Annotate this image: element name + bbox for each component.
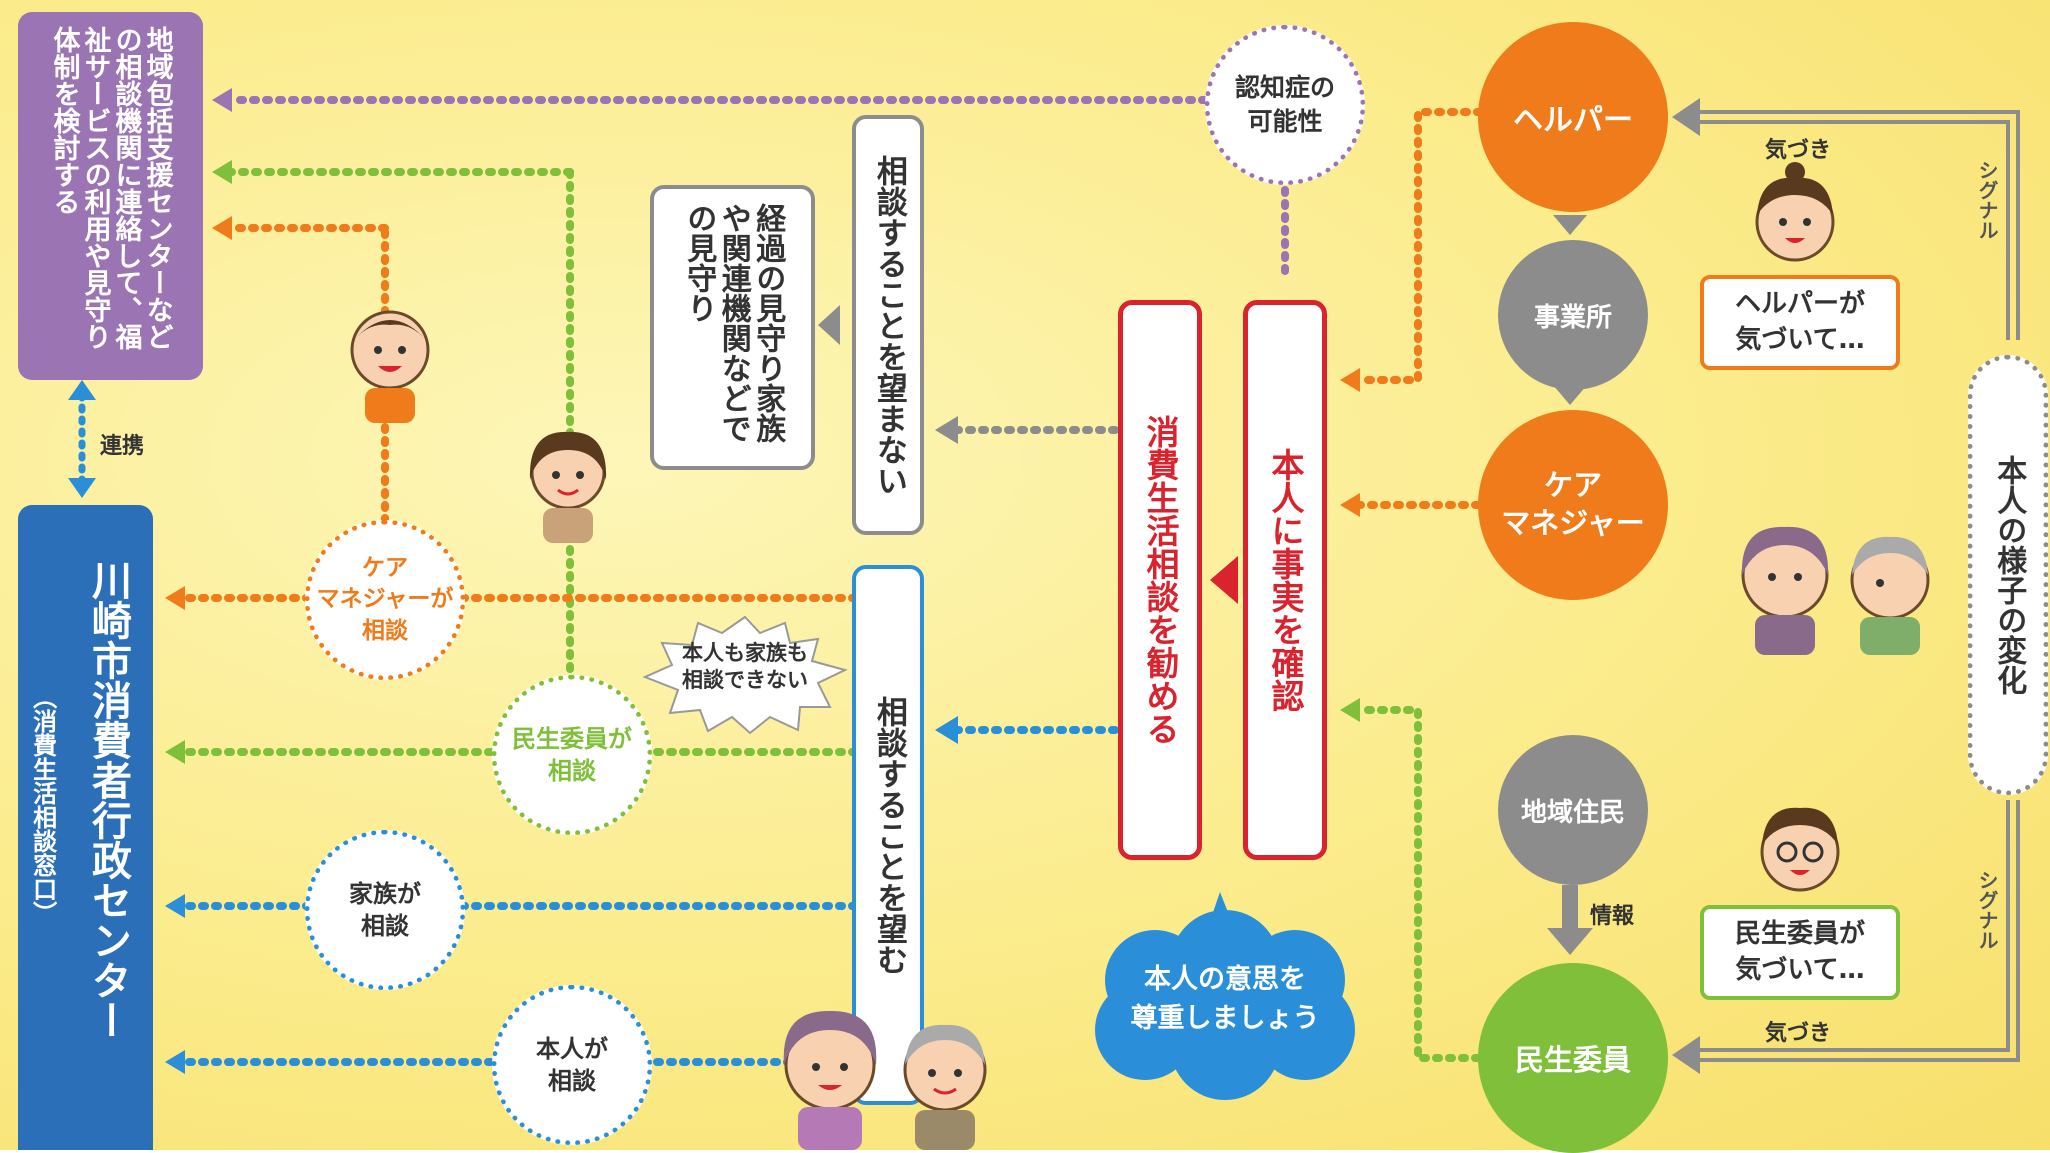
signal-bottom-label: シグナル <box>1975 870 1999 950</box>
purple-arrow <box>212 88 232 112</box>
family-consult-node: 家族が 相談 <box>305 830 465 990</box>
green-arrow-minsei-right <box>1340 698 1360 722</box>
info-arrow-shaft <box>1562 885 1578 930</box>
helper-node: ヘルパー <box>1478 22 1668 212</box>
gray-arrow-watch <box>818 305 840 345</box>
minsei-consult-node: 民生委員が 相談 <box>492 675 652 835</box>
helper-note: ヘルパーが 気づいて… <box>1700 275 1900 370</box>
signal-top-label: シグナル <box>1975 160 1999 240</box>
kizuki-top-label: 気づき <box>1765 138 1832 163</box>
care-manager-consult-node: ケア マネジャーが 相談 <box>305 520 465 680</box>
recommend-box: 消費生活相談を勧める <box>1118 300 1202 860</box>
wish-text: 相談することを望む <box>870 695 907 975</box>
green-arrow-top <box>212 160 232 184</box>
info-label: 情報 <box>1590 904 1635 929</box>
consumer-center-box: 川崎市消費者行政センター （消費生活相談窓口） <box>18 505 153 1150</box>
signal-line-bottom-b <box>1695 800 2010 1052</box>
helper-person <box>1755 162 1835 262</box>
not-wish-text: 相談することを望まない <box>870 154 907 496</box>
info-arrow-head <box>1547 928 1593 955</box>
orange-arrow-helper <box>1340 368 1360 392</box>
respect-cloud <box>1095 892 1355 1100</box>
gray-down-1 <box>1553 215 1587 235</box>
elderly-couple-bottom <box>783 1010 987 1150</box>
minsei-node: 民生委員 <box>1478 963 1668 1153</box>
change-cloud: 本人の様子の変化 <box>1968 355 2048 795</box>
renkei-label: 連携 <box>100 434 145 459</box>
green-arrow-minsei <box>165 740 185 764</box>
renkei-arrow-down <box>68 478 96 498</box>
gray-down-2 <box>1553 385 1587 405</box>
dementia-node: 認知症の 可能性 <box>1205 25 1365 185</box>
self-consult-node: 本人が 相談 <box>492 985 652 1145</box>
cannot-consult-text: 本人も家族も 相談できない <box>682 641 808 693</box>
orange-arrow-care <box>165 586 185 610</box>
elderly-couple-right <box>1741 526 1930 655</box>
blue-arrow-wish <box>935 716 958 744</box>
not-wish-box: 相談することを望まない <box>852 115 924 535</box>
signal-arrow-bottom <box>1672 1036 1700 1074</box>
orange-arrow-top <box>212 216 232 240</box>
respect-text: 本人の意思を 尊重しましょう <box>1130 964 1320 1035</box>
signal-line-top-a <box>1695 110 2020 340</box>
confirm-text: 本人に事実を確認 <box>1265 448 1305 712</box>
signal-arrow-top <box>1672 98 1700 136</box>
kizuki-bottom-label: 気づき <box>1765 1021 1832 1046</box>
confirm-box: 本人に事実を確認 <box>1243 300 1327 860</box>
green-line-minsei-right <box>1356 706 1482 1062</box>
blue-arrow-family <box>165 894 185 918</box>
signal-line-bottom-a <box>1695 800 2020 1062</box>
watch-text: 経過の見守り家族や関連機関などでの見守り <box>681 202 786 443</box>
gray-arrow <box>935 416 958 444</box>
care-manager-person <box>350 310 430 423</box>
red-arrow <box>1210 556 1238 604</box>
consult-agency-text: 地域包括支援センターなどの相談機関に連絡して、福祉サービスの利用や見守り体制を検… <box>48 26 173 350</box>
recommend-text: 消費生活相談を勧める <box>1140 415 1180 745</box>
minsei-note: 民生委員が 気づいて… <box>1700 905 1900 1000</box>
change-label: 本人の様子の変化 <box>1991 455 2027 695</box>
consult-agency-box: 地域包括支援センターなどの相談機関に連絡して、福祉サービスの利用や見守り体制を検… <box>18 12 203 380</box>
consumer-center-title: 川崎市消費者行政センター <box>85 560 131 1040</box>
orange-arrow-cm <box>1340 493 1360 517</box>
blue-arrow-self <box>165 1050 185 1074</box>
watch-box: 経過の見守り家族や関連機関などでの見守り <box>650 185 815 470</box>
wish-box: 相談することを望む <box>852 565 924 1105</box>
signal-line-top-b <box>1695 120 2010 340</box>
minsei-person-right <box>1760 807 1840 892</box>
consumer-center-subtitle: （消費生活相談窓口） <box>28 685 57 925</box>
cannot-consult-burst <box>642 615 848 735</box>
office-node: 事業所 <box>1498 240 1648 390</box>
minsei-person <box>529 431 607 543</box>
renkei-arrow-up <box>68 380 96 400</box>
orange-line-helper <box>1356 108 1484 384</box>
resident-node: 地域住民 <box>1498 735 1648 885</box>
caremanager-node: ケア マネジャー <box>1478 410 1668 600</box>
